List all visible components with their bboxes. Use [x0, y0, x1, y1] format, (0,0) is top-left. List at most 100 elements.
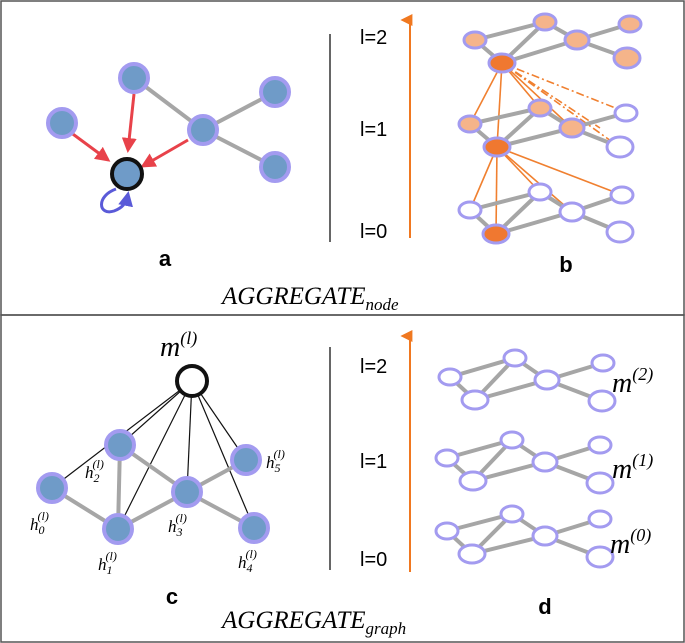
- node: [533, 369, 561, 391]
- node: [613, 103, 639, 123]
- node: [527, 98, 553, 118]
- node-sub: 2: [94, 471, 100, 485]
- node: [585, 545, 615, 569]
- panel-c-graph: [36, 364, 270, 545]
- readout-sup: (1): [632, 450, 653, 471]
- caption-sub: graph: [366, 619, 407, 638]
- node: [36, 472, 68, 504]
- node: [605, 220, 635, 244]
- node-main: h: [30, 515, 39, 534]
- node: [527, 182, 553, 202]
- node: [532, 12, 558, 32]
- level-label: l=1: [360, 451, 387, 473]
- node: [462, 30, 488, 50]
- caption-sub: node: [366, 295, 400, 314]
- node: [460, 389, 490, 411]
- node-sup: (l): [38, 509, 49, 523]
- node-label-h2: h2(l): [85, 457, 104, 485]
- readout-main: m: [610, 529, 630, 560]
- caption-aggregate-graph: AGGREGATEgraph: [220, 607, 406, 638]
- node-label-h3: h3(l): [168, 511, 187, 539]
- readout-label-1: m(1): [612, 450, 653, 485]
- node: [605, 135, 635, 159]
- node: [238, 512, 270, 544]
- panel-d-graph: [434, 348, 617, 569]
- node: [609, 185, 635, 205]
- node: [104, 429, 136, 461]
- node-sup: (l): [93, 457, 104, 471]
- node: [259, 151, 291, 183]
- node: [230, 444, 262, 476]
- target-node: [110, 157, 144, 191]
- level-label: l=2: [360, 356, 387, 378]
- readout-main: m: [612, 454, 632, 485]
- readout-main: m: [612, 368, 632, 399]
- node-label-h5: h5(l): [266, 447, 285, 475]
- node-main: h: [238, 553, 247, 572]
- readout-sup: (2): [632, 364, 653, 385]
- panel-d-label: d: [538, 594, 551, 619]
- node: [499, 430, 525, 450]
- node: [587, 389, 617, 413]
- node: [612, 46, 642, 70]
- node: [171, 476, 203, 508]
- node: [502, 348, 528, 368]
- node-sup: (l): [274, 447, 285, 461]
- node-sub: 1: [107, 563, 113, 577]
- node-main: h: [266, 453, 275, 472]
- node: [187, 114, 219, 146]
- level-label: l=2: [360, 27, 387, 49]
- node-sub: 3: [176, 525, 183, 539]
- panel-b-label: b: [559, 252, 572, 277]
- readout-sup: (0): [630, 525, 651, 546]
- readout-label-2: m(2): [612, 364, 653, 399]
- node: [457, 200, 483, 220]
- bottom-panel-frame: [0, 314, 685, 643]
- node: [118, 62, 150, 94]
- caption-aggregate-node: AGGREGATEnode: [220, 283, 399, 314]
- node-label-h1: h1(l): [98, 549, 117, 577]
- node-main: h: [98, 555, 107, 574]
- level-label: l=1: [360, 119, 387, 141]
- center-node: [481, 223, 511, 245]
- node: [558, 201, 586, 223]
- node: [46, 107, 78, 139]
- node: [259, 76, 291, 108]
- caption-main: AGGREGATE: [220, 283, 366, 310]
- node: [590, 353, 616, 373]
- node-sup: (l): [246, 547, 257, 561]
- center-node: [482, 136, 512, 158]
- node: [617, 14, 643, 34]
- panel-a-label: a: [159, 246, 172, 271]
- node-sup: (l): [106, 549, 117, 563]
- node-sup: (l): [176, 511, 187, 525]
- node-sub: 4: [247, 561, 253, 575]
- node: [563, 29, 591, 51]
- node: [585, 471, 615, 495]
- readout-label-0: m(0): [610, 525, 651, 560]
- node: [434, 448, 460, 468]
- node: [587, 509, 613, 529]
- node-label-h4: h4(l): [238, 547, 257, 575]
- node-main: h: [168, 517, 177, 536]
- node: [457, 543, 487, 565]
- node-main: h: [85, 463, 94, 482]
- node: [434, 521, 460, 541]
- node: [558, 117, 586, 139]
- caption-main: AGGREGATE: [220, 607, 366, 634]
- node: [499, 504, 525, 524]
- readout-node: [175, 364, 209, 398]
- node-sub: 5: [275, 461, 281, 475]
- panel-c-label: c: [166, 584, 178, 609]
- panel-b-graph: [457, 12, 643, 245]
- readout-label: m(l): [160, 328, 197, 363]
- readout-main: m: [160, 332, 180, 363]
- node: [102, 513, 134, 545]
- node: [531, 525, 559, 547]
- node: [531, 451, 559, 473]
- node-label-h0: h0(l): [30, 509, 49, 537]
- level-label: l=0: [360, 221, 387, 243]
- center-node: [487, 52, 517, 74]
- level-label: l=0: [360, 549, 387, 571]
